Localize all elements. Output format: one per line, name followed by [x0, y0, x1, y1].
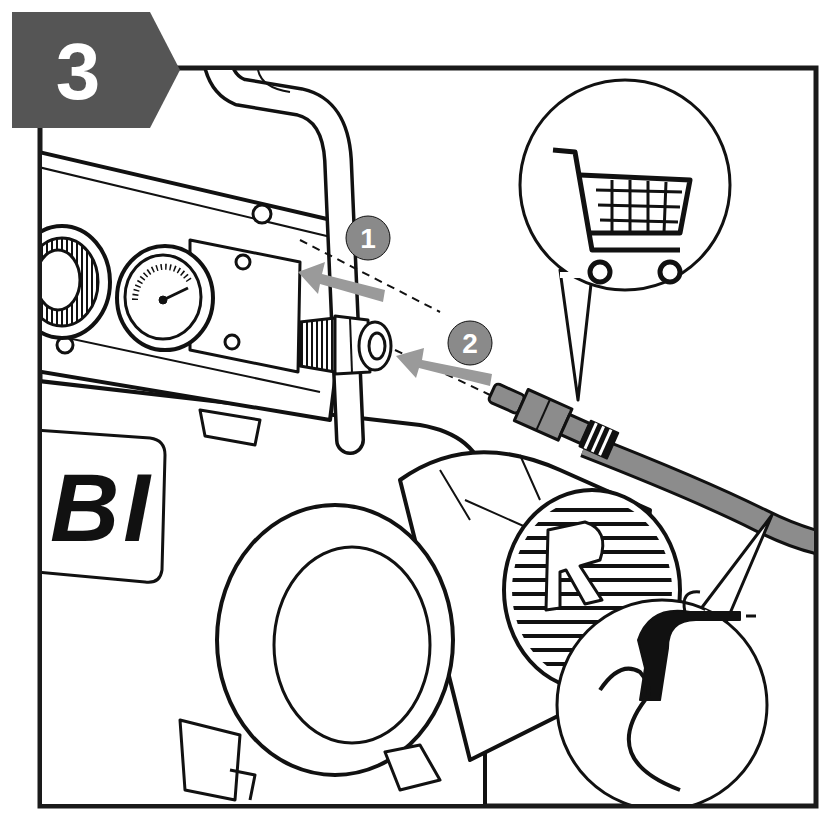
- tank: [42, 380, 485, 804]
- handle-detail: [258, 70, 290, 92]
- hose-plug: [485, 376, 619, 461]
- air-hose-fill: [585, 445, 814, 545]
- quick-coupler: [300, 316, 391, 374]
- screw: [236, 255, 250, 269]
- screw: [225, 335, 239, 349]
- brand-logo: BI: [50, 460, 154, 556]
- bracket-foot: [200, 410, 260, 445]
- callout-number: 1: [360, 225, 376, 253]
- foot-bolt: [230, 770, 255, 800]
- callout-badge: [448, 321, 492, 365]
- screw: [253, 205, 271, 223]
- blow-gun-icon: [600, 592, 756, 790]
- callout-number: 2: [462, 330, 478, 358]
- logo-plate: [42, 430, 165, 582]
- motor-end-cap: [217, 505, 453, 775]
- callout-badge: [346, 216, 390, 260]
- step-number: 3: [56, 32, 101, 112]
- foot: [385, 745, 440, 790]
- air-hose: [585, 445, 814, 545]
- pressure-gauge: [117, 246, 213, 350]
- panel-edge: [42, 165, 335, 238]
- cart-icon: [553, 150, 690, 282]
- accessory-callout: [520, 80, 730, 400]
- step-tab: [12, 12, 180, 128]
- regulator-fitting: [42, 226, 110, 338]
- motion-arrow: [298, 262, 492, 386]
- compressor: [42, 70, 814, 804]
- accessory-callout: [557, 515, 772, 804]
- foot: [180, 720, 240, 800]
